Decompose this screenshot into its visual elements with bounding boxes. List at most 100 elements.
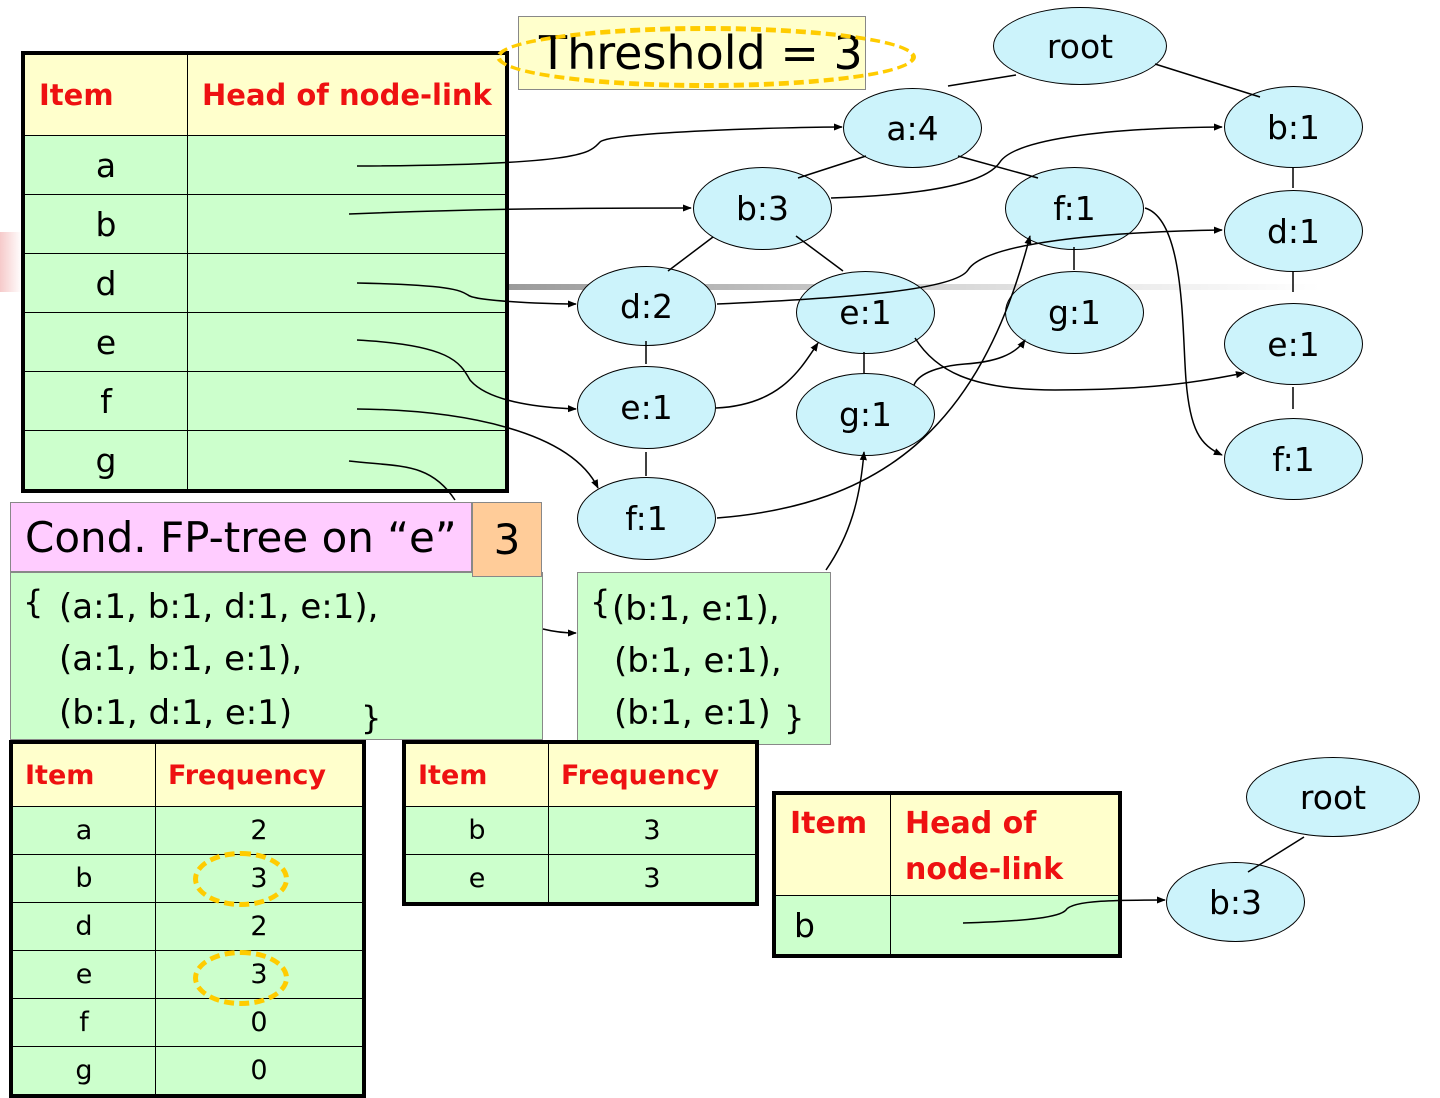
edge-root-b3-small [1247, 836, 1305, 873]
table-row: e [22, 312, 508, 372]
header-link-cell [187, 312, 508, 372]
small-col-item: Item [773, 792, 891, 896]
filtered-pattern: (b:1, e:1), [612, 589, 780, 629]
link-d2-d1 [716, 226, 1223, 305]
table-row: g [22, 430, 508, 492]
decor-red-bar [0, 232, 22, 292]
small-item: b [773, 895, 891, 957]
link-e1mid-e1r [914, 337, 1245, 391]
link-b3-b1 [830, 123, 1223, 199]
header-item: a [22, 135, 188, 195]
link-d [356, 282, 577, 308]
table-row: d [22, 253, 508, 313]
freq1-col-freq: Frequency [155, 741, 365, 807]
header-item: g [22, 430, 188, 492]
link-f [356, 408, 599, 489]
link-f1low-f1top [716, 235, 1032, 519]
cond-pattern: (b:1, d:1, e:1) [59, 693, 293, 733]
edge-b3-d2 [667, 236, 714, 272]
link-box-g1low [825, 451, 867, 571]
freq-value: 2 [155, 806, 365, 855]
table-row: f [22, 371, 508, 431]
header-col-head: Head of node-link [187, 52, 508, 136]
freq-item: e [403, 854, 549, 905]
node-f1-right: f:1 [1224, 418, 1363, 500]
header-link-cell [187, 430, 508, 492]
cond-tree-title: Cond. FP-tree on “e” [10, 502, 472, 572]
node-f1-low: f:1 [577, 477, 716, 560]
small-tree-root: root [1246, 757, 1420, 837]
node-f1-top: f:1 [1005, 167, 1144, 250]
header-item: b [22, 194, 188, 254]
node-e1-left: e:1 [577, 366, 716, 449]
cond-tree-count: 3 [472, 502, 542, 577]
link-g1low-g1mid [913, 339, 1026, 386]
cond-pattern-box: { (a:1, b:1, d:1, e:1), (a:1, b:1, e:1),… [10, 572, 543, 740]
header-item: e [22, 312, 188, 372]
small-col-item-label: Item [790, 806, 868, 841]
filtered-pattern: (b:1, e:1), [614, 641, 782, 681]
link-a [356, 123, 843, 167]
filtered-pattern-box: { (b:1, e:1), (b:1, e:1), (b:1, e:1) } [577, 572, 831, 745]
freq-highlight-b [193, 851, 289, 907]
header-col-item: Item [22, 52, 188, 136]
small-col-head-line1: Head of [905, 806, 1037, 841]
freq-item: g [10, 1046, 156, 1097]
header-link-cell [187, 194, 508, 254]
freq-value: 2 [155, 902, 365, 951]
threshold-highlight [496, 26, 916, 88]
header-item: d [22, 253, 188, 313]
freq1-col-item: Item [10, 741, 156, 807]
node-g1-mid: g:1 [1005, 271, 1144, 354]
freq-item: a [10, 806, 156, 855]
small-header-table: Item Head of node-link b [772, 791, 1122, 958]
cond-pattern: (a:1, b:1, e:1), [59, 639, 303, 679]
node-b3: b:3 [693, 167, 832, 250]
brace-open: { [23, 583, 44, 621]
node-a4: a:4 [843, 88, 982, 168]
freq-item: e [10, 950, 156, 999]
freq-value: 3 [548, 806, 758, 855]
freq-value: 0 [155, 1046, 365, 1097]
freq2-col-item: Item [403, 741, 549, 807]
link-f1top-f1r [1144, 207, 1223, 456]
node-g1-low: g:1 [796, 373, 935, 456]
freq-item: f [10, 998, 156, 1047]
link-g [348, 460, 456, 501]
link-e1left-e1mid [715, 342, 819, 409]
header-item: f [22, 371, 188, 431]
edge-b3-e1 [795, 235, 844, 272]
brace-close: } [784, 699, 805, 737]
link-small-b [962, 896, 1166, 924]
tree-root: root [993, 7, 1167, 85]
small-link-cell [890, 895, 1121, 957]
header-table: Item Head of node-link a b d e f g [21, 51, 509, 493]
edge-a4-f1 [957, 155, 1039, 179]
small-node-b3: b:3 [1166, 862, 1305, 942]
table-row: b [22, 194, 508, 254]
cond-pattern: (a:1, b:1, d:1, e:1), [59, 587, 379, 627]
table-row: b [773, 895, 1121, 957]
header-link-cell [187, 253, 508, 313]
freq-value: 3 [548, 854, 758, 905]
freq-item: b [403, 806, 549, 855]
node-e1-right: e:1 [1224, 303, 1363, 385]
edge-root-b1 [1154, 63, 1261, 98]
freq-value: 0 [155, 998, 365, 1047]
filtered-pattern: (b:1, e:1) [614, 693, 771, 733]
header-link-cell [187, 371, 508, 431]
brace-close: } [361, 699, 382, 737]
small-col-head-line2: node-link [905, 852, 1064, 887]
link-e [356, 339, 577, 413]
small-col-head: Head of node-link [890, 792, 1121, 896]
brace-open: { [590, 583, 611, 621]
edge-a4-b3 [797, 155, 867, 179]
